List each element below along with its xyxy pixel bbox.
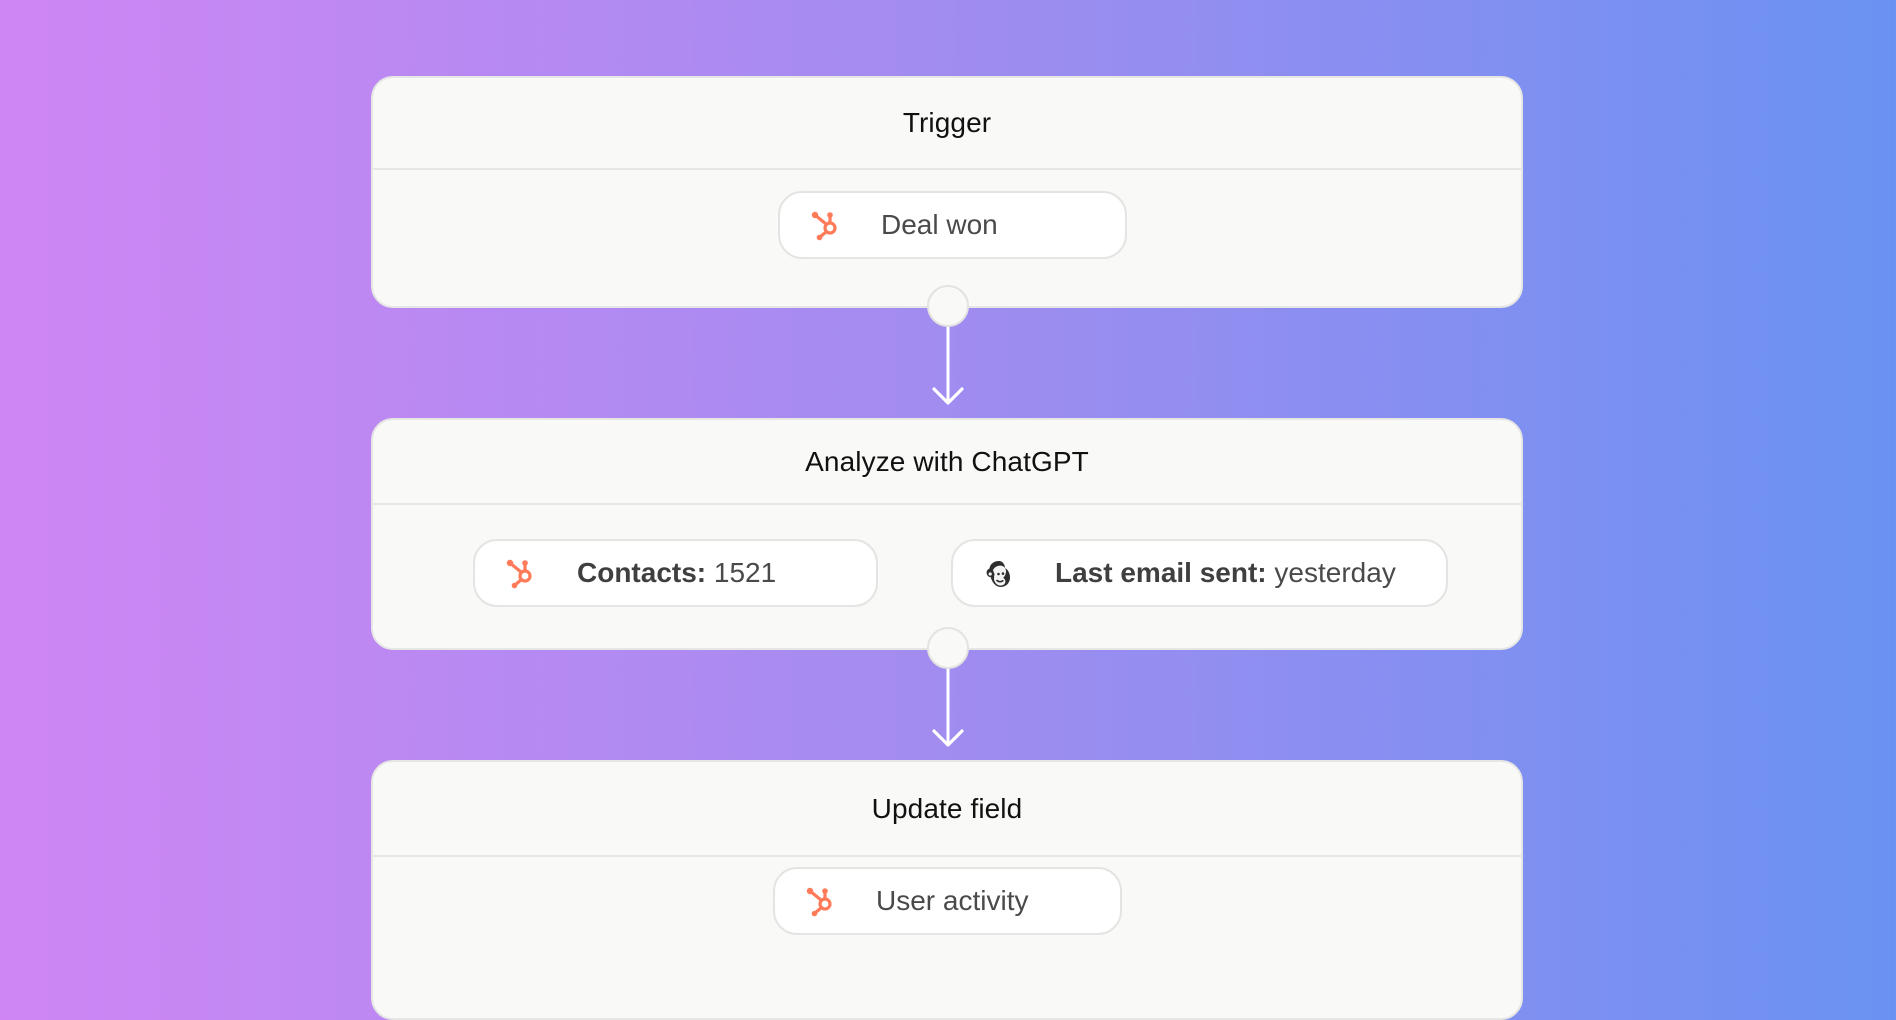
connector-node[interactable]: [927, 285, 969, 327]
chip-label: Deal won: [881, 209, 998, 240]
step-title-text: Update field: [871, 792, 1023, 824]
step-card-update-field[interactable]: Update field User activity: [371, 760, 1523, 1020]
chip-key: Last email sent:: [1055, 557, 1267, 588]
last-email-chip[interactable]: Last email sent: yesterday: [951, 539, 1448, 607]
hubspot-icon: [806, 887, 832, 917]
user-activity-chip[interactable]: User activity: [773, 867, 1122, 935]
step-title: Update field: [373, 762, 1521, 857]
hubspot-icon: [506, 559, 532, 589]
chip-value: 1521: [713, 557, 777, 588]
step-title-text: Analyze with ChatGPT: [805, 445, 1089, 477]
step-card-analyze[interactable]: Analyze with ChatGPT Contacts: 1521: [371, 418, 1523, 650]
step-card-trigger[interactable]: Trigger Deal won: [371, 76, 1523, 308]
step-title: Analyze with ChatGPT: [373, 420, 1521, 505]
connector-2: [927, 627, 971, 749]
chip-key: Contacts:: [577, 557, 707, 588]
step-title-text: Trigger: [902, 107, 992, 138]
contacts-chip[interactable]: Contacts: 1521: [473, 539, 878, 607]
connector-1: [927, 285, 971, 407]
step-title: Trigger: [373, 78, 1521, 170]
arrow-down-icon: [932, 325, 964, 405]
connector-node[interactable]: [927, 627, 969, 669]
chip-label: User activity: [876, 885, 1029, 916]
hubspot-icon: [811, 211, 837, 241]
deal-won-chip[interactable]: Deal won: [778, 191, 1127, 259]
chip-value: yesterday: [1274, 557, 1396, 588]
mailchimp-icon: [986, 561, 1010, 587]
arrow-down-icon: [932, 667, 964, 747]
